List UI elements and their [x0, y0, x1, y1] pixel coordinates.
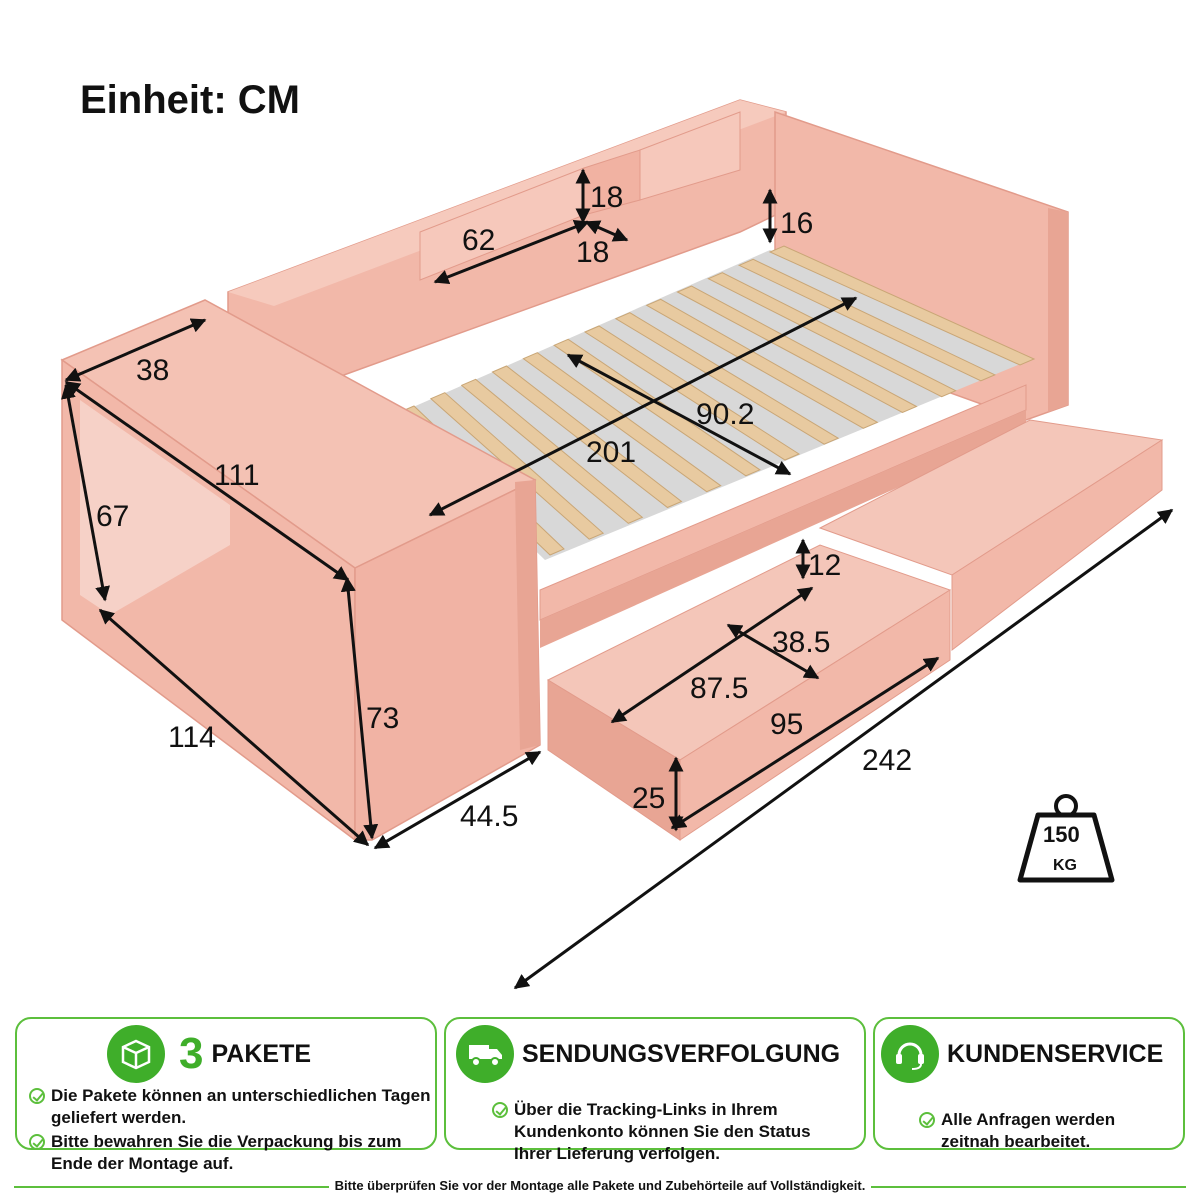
slat	[768, 245, 1036, 366]
weight-value: 150	[1043, 822, 1080, 847]
panel-packages: 3 PAKETE Die Pakete können an unterschie…	[15, 1017, 437, 1173]
slat	[737, 258, 997, 382]
dim-label: 73	[366, 702, 399, 735]
dim-label: 44.5	[460, 800, 518, 833]
box-icon	[107, 1025, 165, 1083]
dim-label: 16	[780, 207, 813, 240]
list-item: Alle Anfragen werden zeitnah bearbeitet.	[919, 1109, 1169, 1153]
footer-note: Bitte überprüfen Sie vor der Montage all…	[0, 1178, 1200, 1193]
dim-label: 95	[770, 708, 803, 741]
dim-label: 18	[590, 181, 623, 214]
truck-icon	[456, 1025, 514, 1083]
panel-title: PAKETE	[211, 1039, 312, 1068]
weight-unit: KG	[1053, 857, 1077, 874]
dimension-arrows	[61, 168, 1174, 990]
panel-title: KUNDENSERVICE	[947, 1039, 1164, 1068]
bed-dimension-illustration: 18 62 18 16 38 90.2 201 111 67 12 38.5 8…	[60, 99, 1174, 990]
package-count: 3	[179, 1029, 204, 1078]
list-item: Über die Tracking-Links in Ihrem Kundenk…	[492, 1099, 832, 1165]
unit-title: Einheit: CM	[80, 78, 300, 122]
dim-label: 114	[168, 721, 216, 754]
desk-end-unit	[60, 299, 541, 842]
weight-capacity-icon: 150 KG	[1017, 794, 1115, 883]
dim-label: 111	[214, 459, 260, 492]
list-item: Die Pakete können an unterschiedlichen T…	[29, 1085, 434, 1129]
dim-label: 25	[632, 782, 665, 815]
dim-label: 38	[136, 354, 169, 387]
list-item: Bitte bewahren Sie die Verpackung bis zu…	[29, 1131, 434, 1175]
dim-label: 242	[862, 744, 912, 777]
dim-label: 67	[96, 500, 129, 533]
headset-icon	[881, 1025, 939, 1083]
dim-label: 12	[808, 549, 841, 582]
check-icon	[919, 1112, 935, 1128]
check-icon	[29, 1134, 45, 1150]
check-icon	[29, 1088, 45, 1104]
check-icon	[492, 1102, 508, 1118]
panel-customer-service: KUNDENSERVICE Alle Anfragen werden zeitn…	[873, 1017, 1185, 1153]
dim-label: 38.5	[772, 626, 830, 659]
dim-label: 90.2	[696, 398, 754, 431]
dim-label: 87.5	[690, 672, 748, 705]
dimension-labels: 18 62 18 16 38 90.2 201 111 67 12 38.5 8…	[96, 181, 912, 833]
panel-title: SENDUNGSVERFOLGUNG	[522, 1039, 841, 1068]
dim-label: 201	[586, 436, 636, 469]
panel-tracking: SENDUNGSVERFOLGUNG Über die Tracking-Lin…	[444, 1017, 866, 1163]
dim-label: 18	[576, 236, 609, 269]
dim-label: 62	[462, 224, 495, 257]
